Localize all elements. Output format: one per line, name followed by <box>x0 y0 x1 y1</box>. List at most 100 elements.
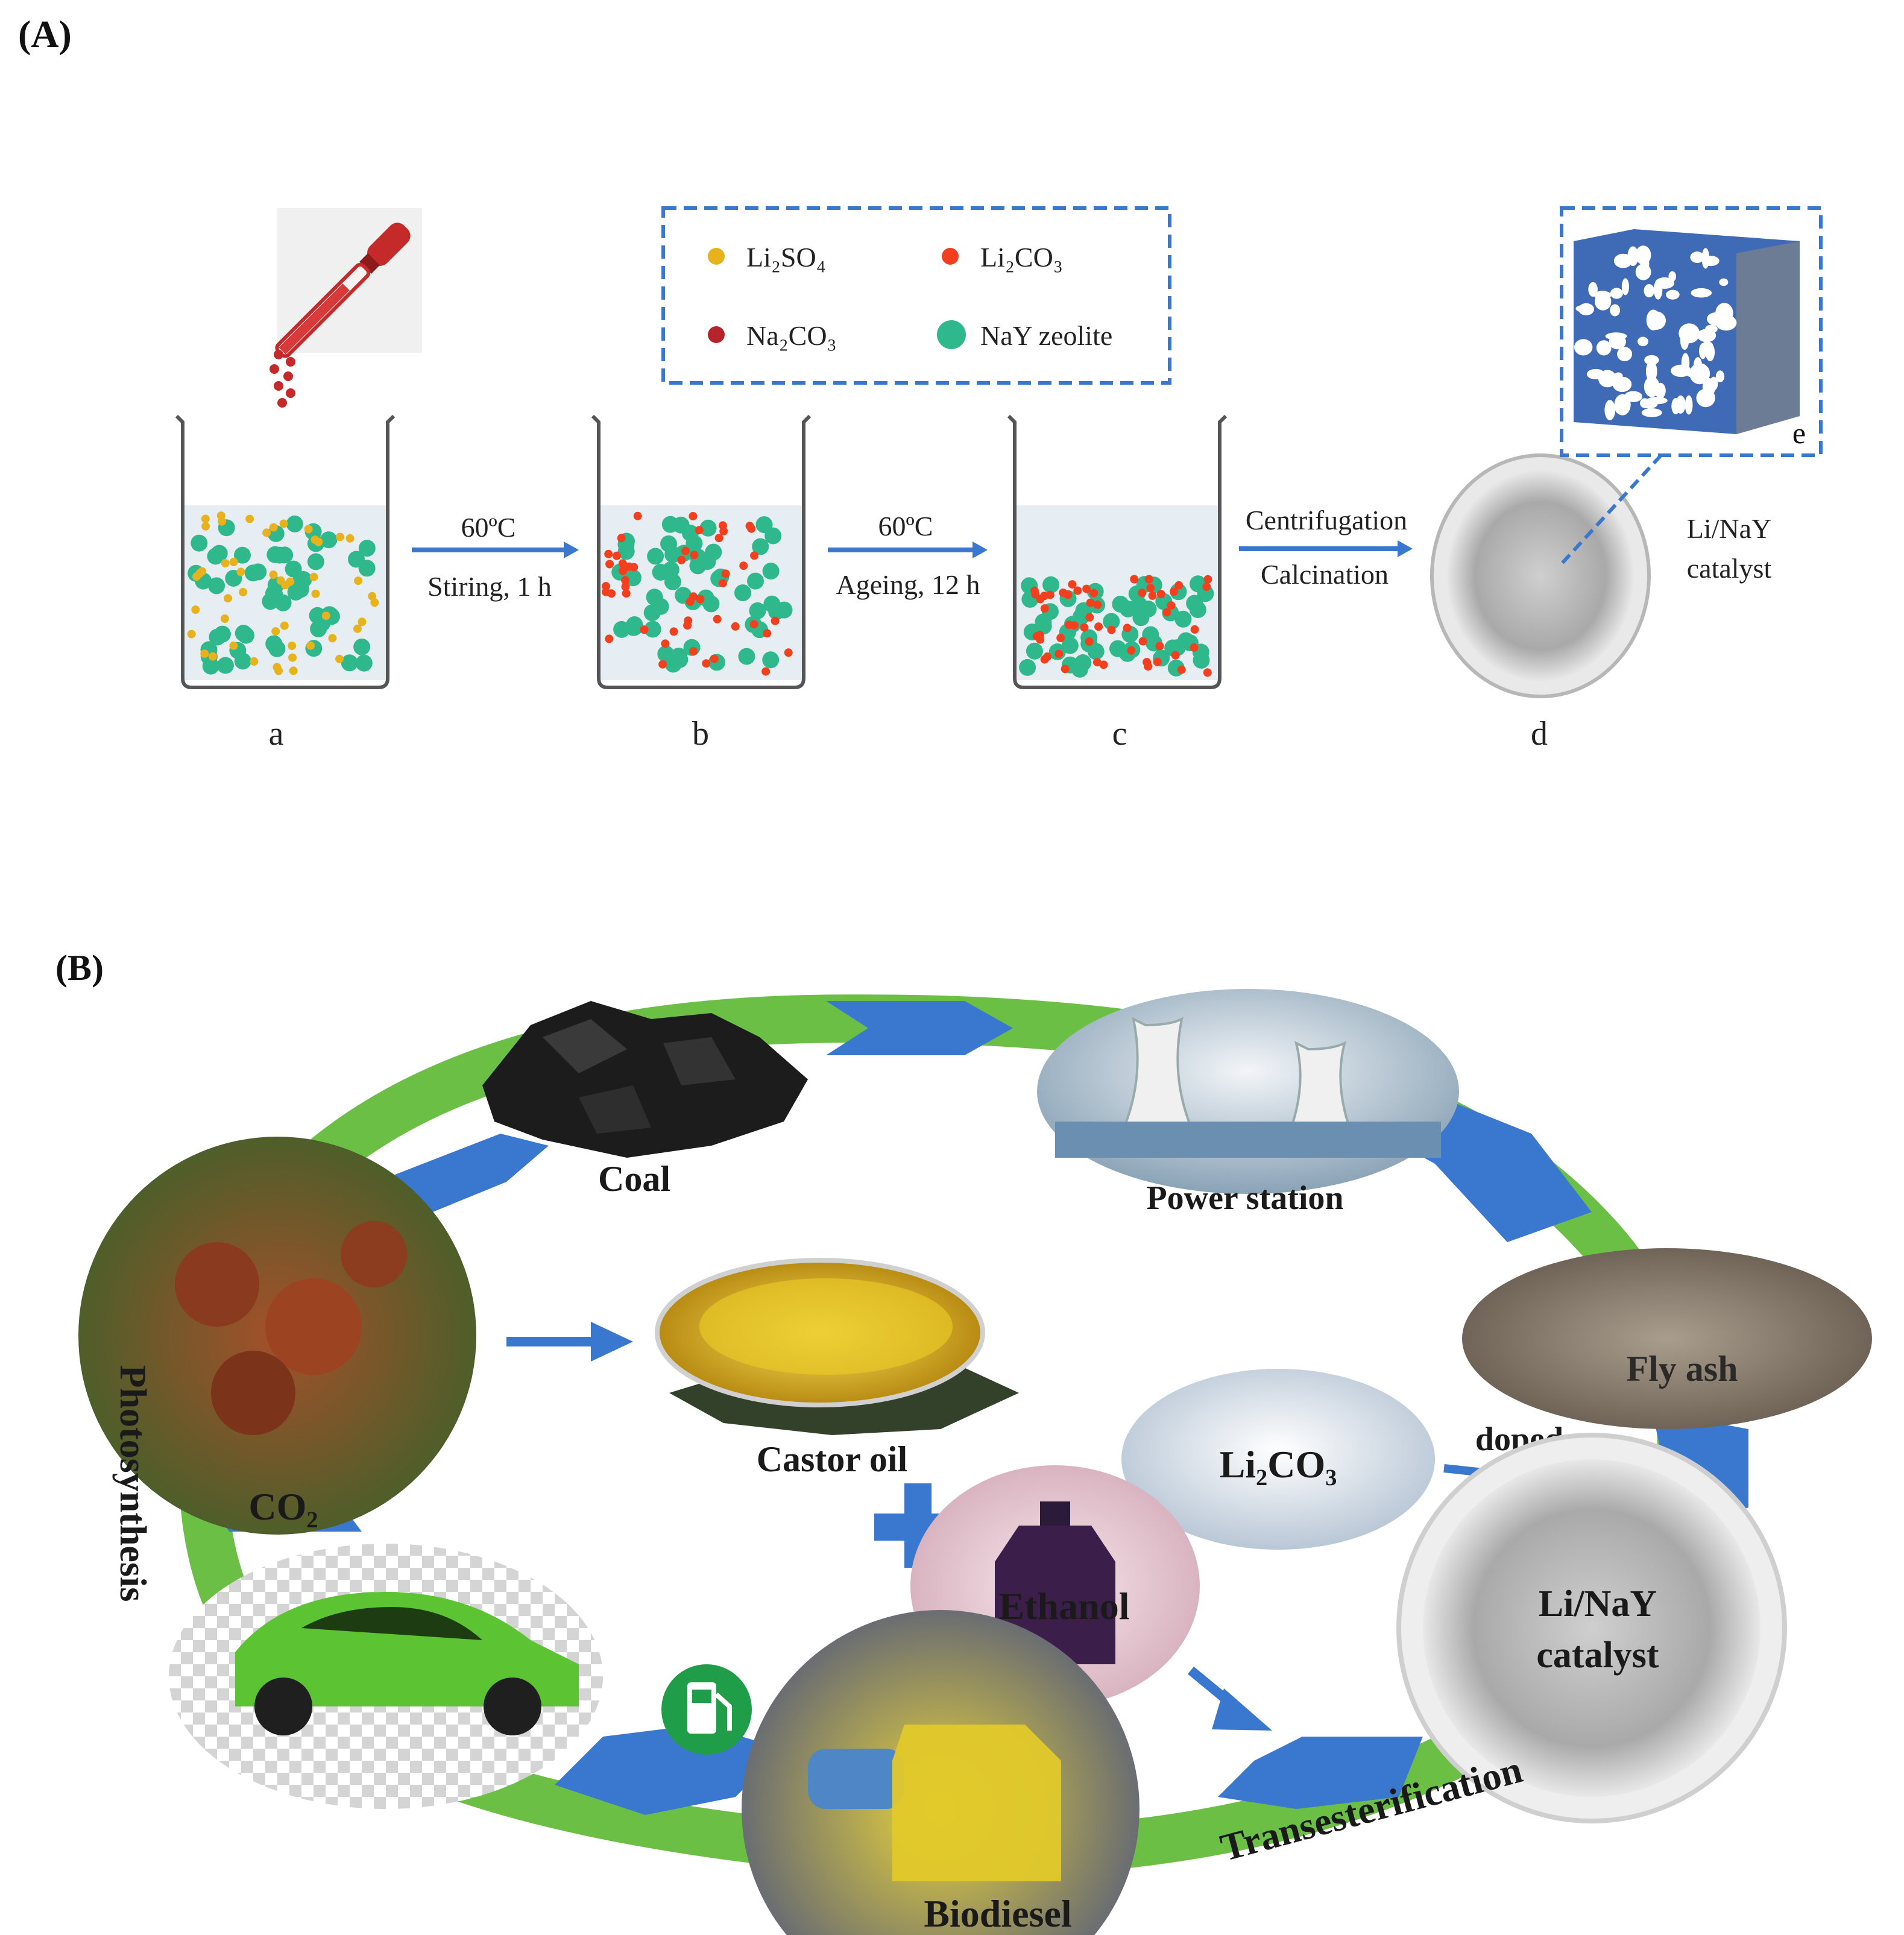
zeolite-pore <box>1701 248 1710 269</box>
zeolite-particle <box>348 551 365 568</box>
salt-particle <box>1061 664 1070 674</box>
salt-particle <box>314 537 323 546</box>
salt-particle <box>1202 582 1211 592</box>
zeolite-particle <box>1074 654 1092 671</box>
power-station-image <box>1037 989 1459 1194</box>
zeolite-particle <box>705 543 722 561</box>
zeolite-pore <box>1641 400 1658 409</box>
cycle-arrow-lower-right <box>1218 1737 1423 1809</box>
salt-particle <box>304 525 313 534</box>
zeolite-particle <box>662 561 679 578</box>
salt-particle <box>621 582 630 591</box>
biodiesel-image <box>742 1610 1140 1935</box>
salt-particle <box>689 647 698 656</box>
legend-label-nay: NaY zeolite <box>980 320 1112 351</box>
salt-particle <box>713 614 722 623</box>
salt-particle <box>1155 642 1164 651</box>
zeolite-pore <box>1644 284 1654 298</box>
beaker-c <box>1007 414 1228 689</box>
step-1-condition: 60ºC <box>461 512 516 543</box>
node-label-li2co3: Li₂CO₃ <box>1220 1443 1337 1486</box>
salt-particle <box>718 521 727 530</box>
zeolite-particle <box>1019 658 1036 676</box>
salt-particle <box>605 560 614 569</box>
salt-particle <box>280 621 289 630</box>
zeolite-particle <box>647 548 664 565</box>
inset-label-e: e <box>1792 416 1806 450</box>
zeolite-pore <box>1627 246 1639 267</box>
zeolite-particle <box>235 625 252 642</box>
zeolite-pore <box>1646 309 1660 330</box>
beaker-a <box>175 414 396 689</box>
salt-particle <box>288 642 297 650</box>
salt-particle <box>187 630 196 639</box>
product-label-line2: catalyst <box>1687 553 1772 584</box>
castor-oil-image <box>655 1258 1019 1435</box>
zeolite-pore <box>1715 370 1725 382</box>
salt-particle <box>269 570 278 579</box>
salt-particle <box>612 551 621 560</box>
salt-particle <box>1153 657 1162 666</box>
salt-particle <box>784 648 793 657</box>
salt-particle <box>1086 598 1095 607</box>
node-label-power-station: Power station <box>1146 1179 1343 1217</box>
node-label-coal: Coal <box>598 1159 670 1199</box>
step-arrow-3 <box>1239 540 1413 557</box>
salt-particle <box>721 569 730 578</box>
salt-particle <box>1099 660 1108 669</box>
zeolite-inset-e <box>1560 206 1823 566</box>
salt-particle <box>1146 584 1155 593</box>
salt-particle <box>1177 665 1186 674</box>
legend-label-na2co3: Na₂CO₃ <box>746 320 837 351</box>
node-label-castor-oil: Castor oil <box>757 1439 908 1479</box>
stage-label-d: d <box>1531 715 1548 753</box>
zeolite-pore <box>1671 398 1680 415</box>
salt-particle <box>328 634 337 643</box>
salt-particle <box>335 654 344 663</box>
legend-swatch-na2co3 <box>708 326 725 343</box>
zeolite-particle <box>286 515 303 532</box>
zeolite-particle <box>209 628 226 646</box>
salt-particle <box>279 519 288 528</box>
zeolite-particle <box>699 519 717 537</box>
salt-particle <box>1138 589 1147 598</box>
salt-particle <box>629 563 638 572</box>
salt-particle <box>288 653 297 662</box>
cycle-arrow-top <box>826 1001 1013 1055</box>
salt-particle <box>1040 592 1048 601</box>
zeolite-particle <box>234 546 251 564</box>
salt-particle <box>739 561 748 570</box>
zeolite-particle <box>208 577 225 595</box>
beaker-a-particles <box>187 511 379 675</box>
salt-particle <box>1127 646 1136 655</box>
zeolite-pore <box>1593 291 1612 300</box>
salt-particle <box>274 666 283 675</box>
salt-particle <box>681 546 690 555</box>
salt-particle <box>1167 601 1176 610</box>
zeolite-particle <box>292 581 309 598</box>
salt-particle <box>245 514 254 523</box>
salt-particle <box>622 589 631 598</box>
zeolite-particle <box>1061 637 1079 654</box>
salt-particle <box>224 594 232 603</box>
panel-b-label: (B) <box>55 948 104 988</box>
salt-particle <box>1170 587 1178 596</box>
zeolite-pore <box>1615 405 1629 415</box>
salt-particle <box>262 528 271 537</box>
zeolite-pore <box>1699 342 1707 359</box>
zeolite-pore <box>1601 346 1610 355</box>
salt-particle <box>771 616 780 625</box>
step-2-condition: 60ºC <box>878 511 933 541</box>
salt-particle <box>605 634 614 643</box>
salt-particle <box>1144 575 1153 584</box>
zeolite-particle <box>341 654 358 672</box>
zeolite-pore <box>1654 382 1666 399</box>
zeolite-pore <box>1621 278 1629 295</box>
salt-particle <box>1130 575 1139 584</box>
zeolite-pore <box>1671 364 1692 377</box>
legend-swatch-nay <box>937 320 966 349</box>
zeolite-particle <box>1042 576 1059 593</box>
salt-particle <box>311 589 320 598</box>
salt-particle <box>1043 652 1052 661</box>
